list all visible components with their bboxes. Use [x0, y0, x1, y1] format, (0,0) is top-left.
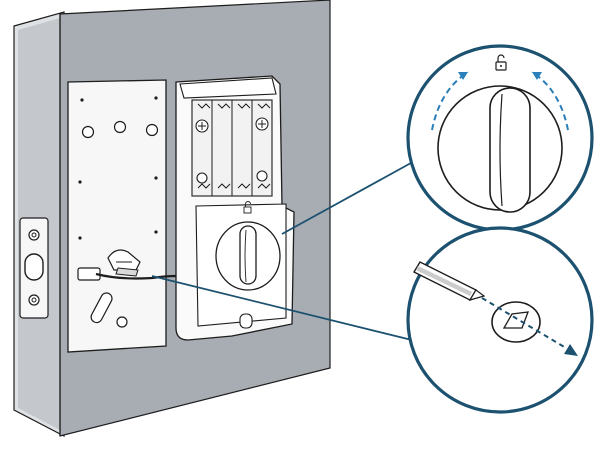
callout-tailpiece-alignment: [406, 226, 594, 414]
mounting-dot: [78, 236, 82, 240]
latch-faceplate: [19, 217, 49, 319]
cable-slot: [90, 292, 113, 324]
mounting-hole: [113, 120, 127, 134]
mounting-dot: [154, 96, 158, 100]
insertion-direction-arrow: [481, 297, 578, 356]
faceplate-screw-bottom: [28, 294, 40, 306]
tailpiece-hole-icon: [491, 301, 541, 343]
mounting-hole: [81, 125, 95, 139]
thumbturn-large: [489, 87, 531, 213]
callout-leader-top: [281, 157, 421, 235]
callout-thumbturn-rotation: [406, 44, 594, 232]
mounting-dot: [154, 230, 158, 234]
battery-screw: [256, 170, 268, 182]
battery-compartment: [191, 99, 273, 197]
faceplate-screw-top: [28, 229, 40, 241]
mounting-dot: [80, 98, 84, 102]
interior-assembly: [175, 75, 295, 341]
bolt-opening: [24, 253, 44, 281]
screwdriver-icon: [413, 261, 486, 301]
unlock-icon-small: [243, 201, 252, 214]
mounting-hole: [145, 123, 159, 137]
mounting-dot: [78, 180, 82, 184]
battery-screw: [196, 172, 208, 184]
mounting-plate: [67, 79, 177, 353]
cable: [95, 272, 177, 280]
bottom-screw-slot: [239, 313, 253, 329]
mounting-hole: [116, 316, 128, 328]
unlock-icon: [495, 54, 507, 71]
thumbturn: [215, 221, 281, 291]
inner-tailpiece-lever: [107, 249, 141, 277]
mounting-dot: [154, 176, 158, 180]
rotate-arrows-icon: [431, 71, 569, 131]
callout-leader-bottom: [151, 275, 421, 343]
